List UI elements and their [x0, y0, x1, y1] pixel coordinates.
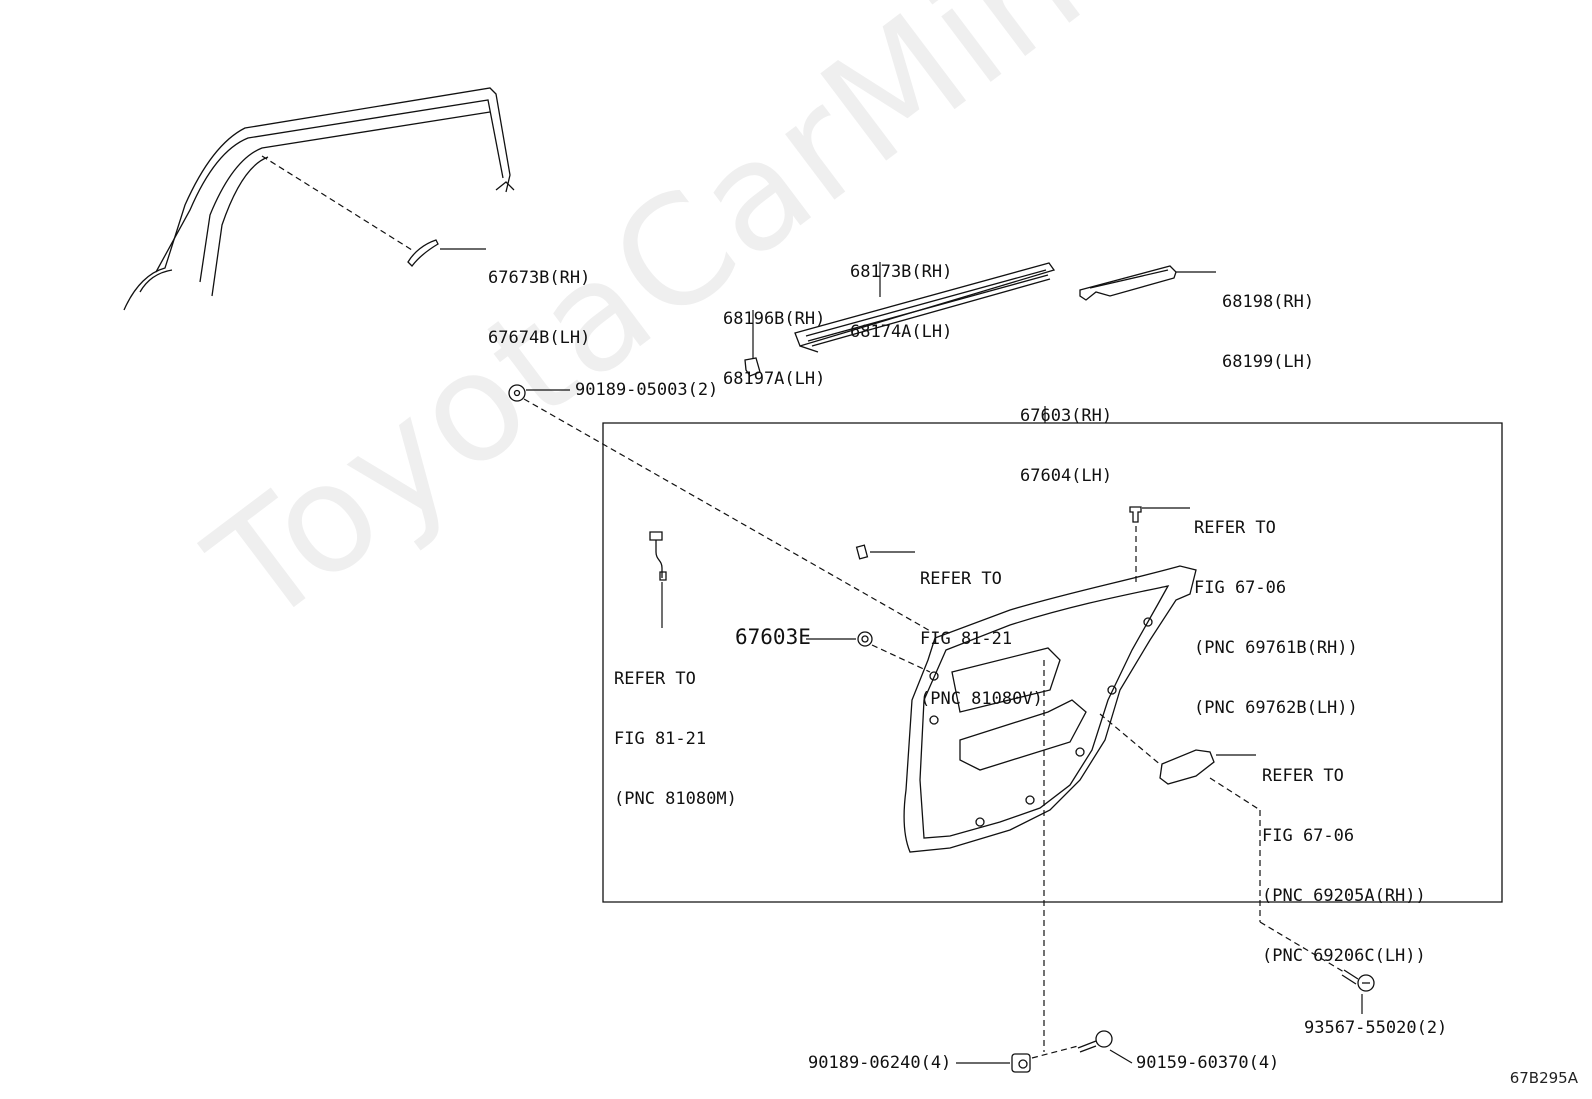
label-67673b-rh: 67673B(RH) — [488, 268, 591, 288]
label-67603: 67603(RH) 67604(LH) — [1020, 366, 1112, 506]
wire-81080m — [650, 532, 666, 580]
ref-69205a-line1: REFER TO — [1262, 766, 1344, 786]
label-ref-81080m: REFER TO FIG 81-21 (PNC 81080M) — [614, 629, 737, 829]
label-68196b: 68196B(RH) 68197A(LH) — [723, 269, 825, 409]
label-90189-05003: 90189-05003(2) — [575, 380, 719, 400]
door-frame-outline — [124, 88, 514, 310]
washer-90189-05003 — [509, 385, 525, 401]
ref-81080v-line3: (PNC 81080V) — [920, 689, 1043, 709]
bracket-68198 — [1080, 266, 1176, 300]
ref-69205a-line3: (PNC 69205A(RH)) — [1262, 886, 1426, 906]
label-67673b: 67673B(RH) 67674B(LH) — [488, 228, 590, 368]
ref-81080m-line3: (PNC 81080M) — [614, 789, 737, 809]
label-68198-rh: 68198(RH) — [1222, 292, 1315, 312]
label-68173b: 68173B(RH) 68174A(LH) — [850, 222, 952, 362]
ref-69761b-line3: (PNC 69761B(RH)) — [1194, 638, 1358, 658]
screw-93567 — [1342, 970, 1374, 991]
label-68174a-lh: 68174A(LH) — [850, 322, 953, 342]
label-68198: 68198(RH) 68199(LH) — [1222, 252, 1314, 392]
ref-81080m-line1: REFER TO — [614, 669, 696, 689]
weatherstrip-68173b — [795, 263, 1054, 352]
ref-69761b-line1: REFER TO — [1194, 518, 1276, 538]
label-67604-lh: 67604(LH) — [1020, 466, 1113, 486]
label-67603-rh: 67603(RH) — [1020, 406, 1113, 426]
ref-69761b-line2: FIG 67-06 — [1194, 578, 1287, 598]
label-ref-69205a: REFER TO FIG 67-06 (PNC 69205A(RH)) (PNC… — [1262, 726, 1426, 986]
ref-81080m-line2: FIG 81-21 — [614, 729, 707, 749]
label-68173b-rh: 68173B(RH) — [850, 262, 953, 282]
door-trim-panel — [904, 566, 1196, 852]
label-93567: 93567-55020(2) — [1304, 1018, 1448, 1038]
nut-90189-06240 — [1012, 1054, 1030, 1072]
label-67603e: 67603E — [735, 625, 811, 649]
label-90159-60370: 90159-60370(4) — [1136, 1053, 1280, 1073]
label-90189-06240: 90189-06240(4) — [808, 1053, 952, 1073]
label-ref-69761b: REFER TO FIG 67-06 (PNC 69761B(RH)) (PNC… — [1194, 478, 1358, 738]
assembly-box — [603, 423, 1502, 902]
clip-69761b — [1130, 507, 1141, 522]
part-81080v — [857, 545, 868, 559]
ref-81080v-line2: FIG 81-21 — [920, 629, 1013, 649]
inner-handle-69205a — [1160, 750, 1214, 784]
bolt-90159-60370 — [1078, 1031, 1112, 1052]
diagram-code: 67B295A — [1509, 1069, 1578, 1087]
clip-68196b — [745, 358, 760, 376]
label-68199-lh: 68199(LH) — [1222, 352, 1315, 372]
label-67674b-lh: 67674B(LH) — [488, 328, 591, 348]
ref-69761b-line4: (PNC 69762B(LH)) — [1194, 698, 1358, 718]
label-ref-81080v: REFER TO FIG 81-21 (PNC 81080V) — [920, 529, 1043, 729]
label-68197a-lh: 68197A(LH) — [723, 369, 826, 389]
seal-piece-67673b — [408, 240, 438, 266]
grommet-67603e — [858, 632, 872, 646]
ref-69205a-line2: FIG 67-06 — [1262, 826, 1355, 846]
ref-69205a-line4: (PNC 69206C(LH)) — [1262, 946, 1426, 966]
ref-81080v-line1: REFER TO — [920, 569, 1002, 589]
label-68196b-rh: 68196B(RH) — [723, 309, 826, 329]
